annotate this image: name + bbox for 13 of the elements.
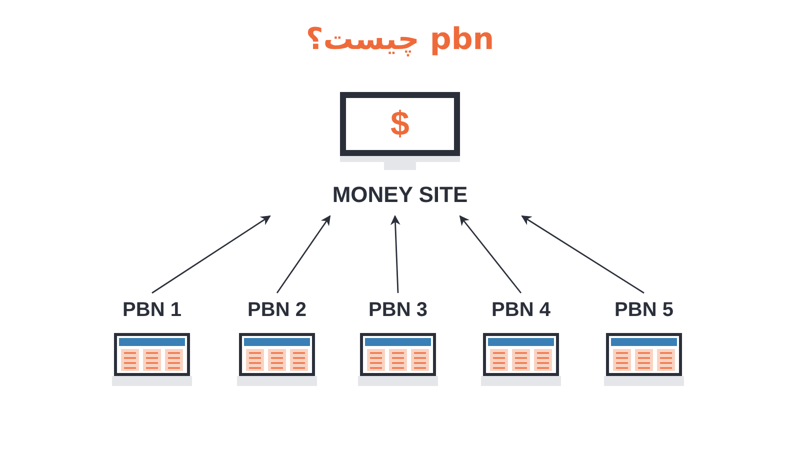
arrow (521, 215, 644, 294)
pbn-label: PBN 5 (599, 297, 689, 323)
pbn-label: PBN 1 (107, 297, 197, 323)
title: pbn چیست؟ (306, 22, 494, 57)
pbn-label: PBN 3 (353, 297, 443, 323)
pbn-label: PBN 4 (476, 297, 566, 323)
pbn-label: PBN 2 (232, 297, 322, 323)
arrow (390, 215, 400, 294)
site-label: MONEY SITE (260, 174, 540, 216)
arrow (459, 215, 522, 294)
arrow (152, 215, 271, 294)
dollar-sign: $ (390, 104, 410, 144)
arrow (276, 215, 331, 294)
